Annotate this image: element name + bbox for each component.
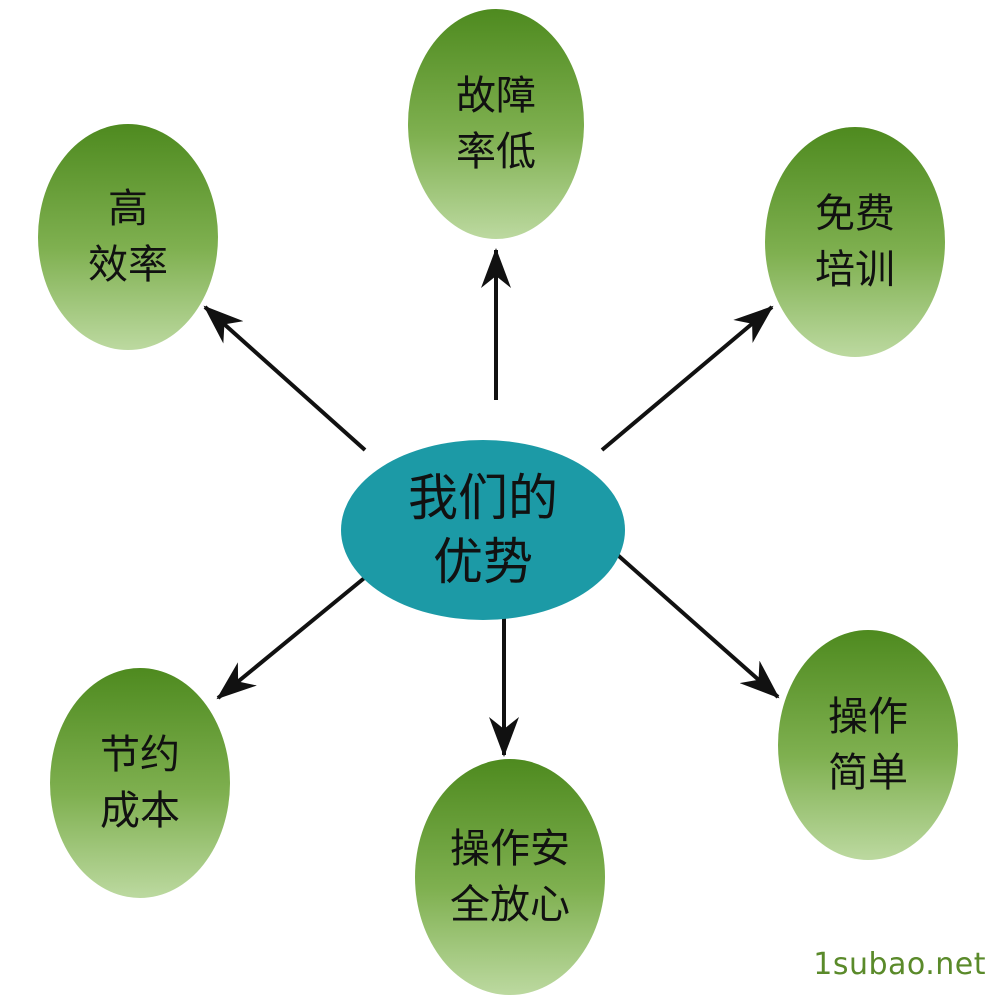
- node-bottom-right-ellipse: [778, 630, 958, 860]
- node-bottom-left-ellipse: [50, 668, 230, 898]
- node-top-right-ellipse: [765, 127, 945, 357]
- center-ellipse: [341, 440, 625, 620]
- watermark: 1subao.net: [813, 947, 986, 982]
- arrow-to-top-right: [600, 305, 774, 452]
- node-top-ellipse: [408, 9, 584, 239]
- arrow-to-bottom-left: [216, 573, 370, 700]
- arrow-to-top-left: [203, 305, 367, 452]
- node-top-left-ellipse: [38, 124, 218, 350]
- node-bottom-ellipse: [415, 759, 605, 995]
- arrow-to-bottom-right: [610, 548, 780, 699]
